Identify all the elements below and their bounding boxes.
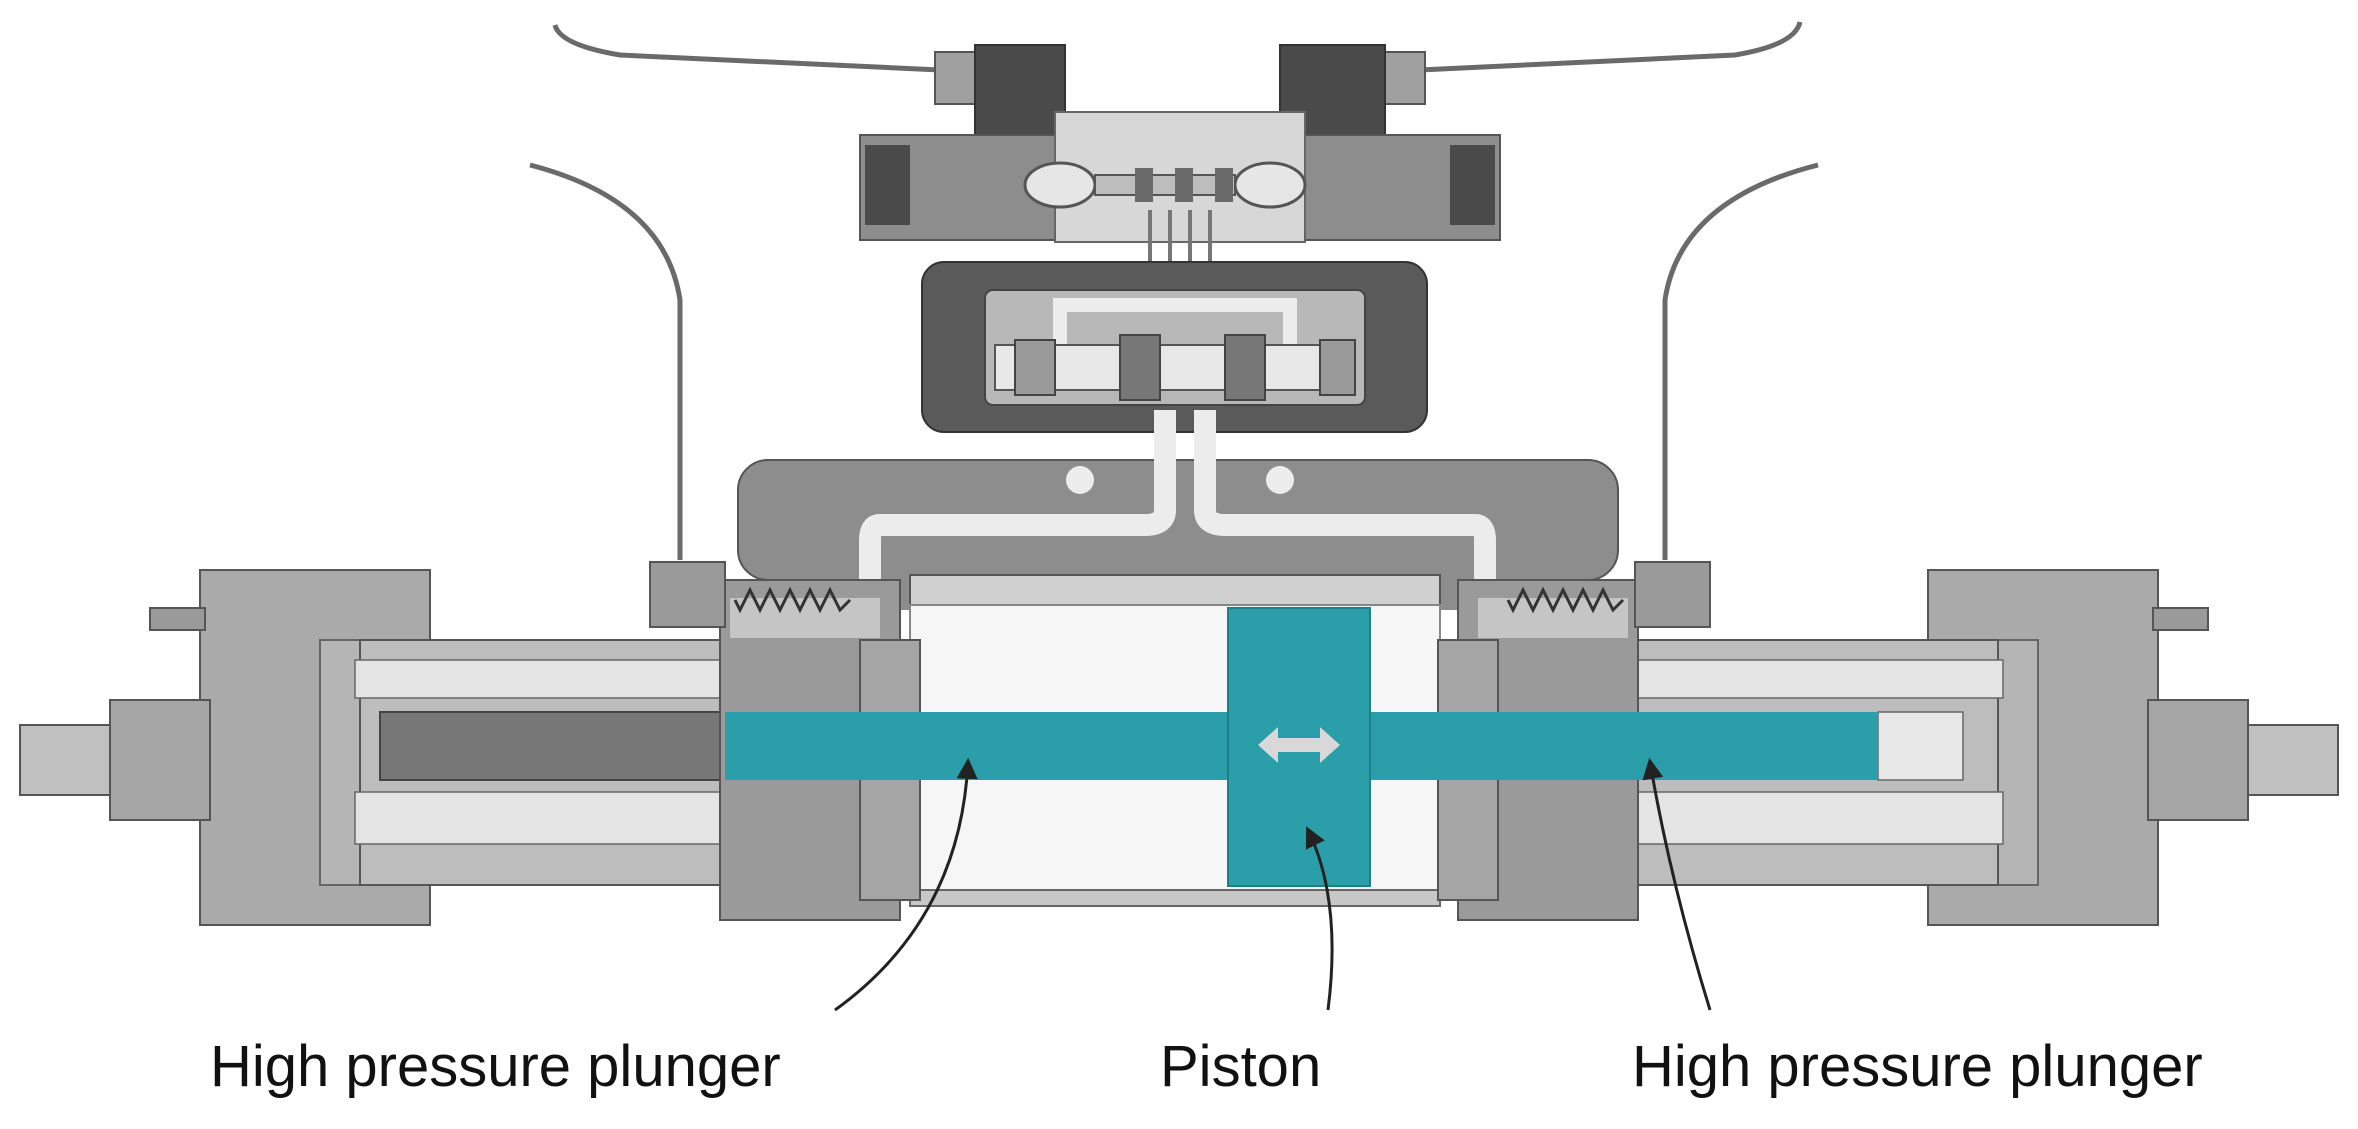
- pilot-valve: [859, 111, 1501, 270]
- plunger-assembly: [725, 607, 1878, 887]
- left-plunger: [725, 712, 1230, 780]
- cable-top-left: [552, 24, 941, 73]
- right-plunger: [1368, 712, 1878, 780]
- signal-cables: [529, 21, 1819, 560]
- label-high-pressure-plunger-left: High pressure plunger: [210, 1034, 781, 1099]
- leader-right-plunger: [1642, 757, 1712, 1011]
- main-valve: [921, 261, 1428, 433]
- flow-channel-right: [1194, 410, 1496, 600]
- leader-left-plunger: [834, 757, 978, 1012]
- cable-top-right: [1419, 21, 1803, 73]
- flow-channel-left: [859, 410, 1176, 600]
- label-piston: Piston: [1160, 1034, 1322, 1099]
- label-high-pressure-plunger-right: High pressure plunger: [1632, 1034, 2203, 1099]
- leader-piston: [1305, 826, 1334, 1011]
- double-headed-arrow-icon: [1258, 727, 1340, 763]
- leader-lines: [834, 757, 1712, 1012]
- solenoid-left: [934, 44, 1066, 146]
- cable-side-left: [529, 162, 683, 560]
- cable-side-right: [1662, 162, 1819, 560]
- right-barrel: [1437, 561, 2004, 921]
